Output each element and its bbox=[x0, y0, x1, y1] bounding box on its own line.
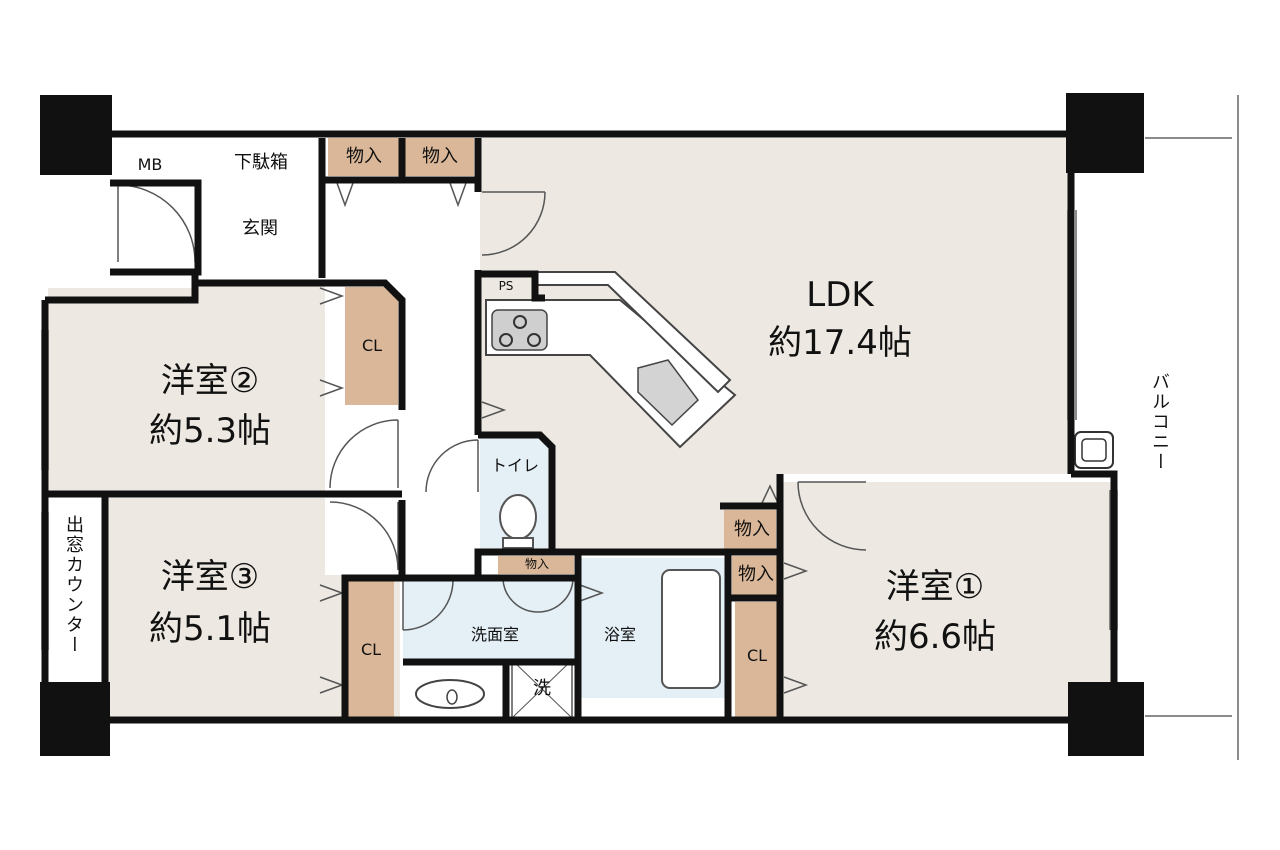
storage-mid-label: 物入 bbox=[524, 557, 549, 571]
sink-divider bbox=[403, 658, 575, 720]
basin-drain bbox=[446, 689, 458, 705]
washer-x-2 bbox=[511, 659, 573, 719]
washer-label: 洗 bbox=[533, 678, 551, 699]
balcony-label: バルコニー bbox=[1149, 372, 1170, 472]
cooktop bbox=[491, 309, 548, 351]
ac-outdoor-unit bbox=[1074, 431, 1114, 469]
entrance-floor bbox=[200, 180, 320, 278]
storage-small-box bbox=[724, 510, 776, 550]
cl-room2-box bbox=[345, 287, 398, 405]
shoe-box-label: 下駄箱 bbox=[234, 152, 288, 173]
toilet-tank bbox=[502, 537, 534, 549]
bathtub bbox=[661, 569, 721, 689]
cl-room1-label: CL bbox=[746, 646, 768, 665]
ldk-floor bbox=[480, 138, 1068, 552]
door-room1 bbox=[797, 481, 867, 551]
fixtures bbox=[415, 431, 1114, 719]
ac-outdoor-unit-inner bbox=[1081, 438, 1107, 462]
storage-entry-2-label: 物入 bbox=[422, 146, 458, 167]
storage-mid-box bbox=[498, 556, 574, 574]
toilet-bowl bbox=[499, 494, 537, 540]
door-ldk bbox=[481, 191, 546, 256]
room1-floor bbox=[782, 482, 1112, 718]
walls bbox=[41, 130, 1118, 724]
storage-areas bbox=[328, 138, 778, 718]
mb-label: MB bbox=[137, 155, 163, 174]
column-bottom-left bbox=[40, 682, 110, 756]
kitchen-counter bbox=[485, 271, 737, 449]
storage-entry-2-box bbox=[404, 138, 474, 176]
wash-basin bbox=[415, 679, 485, 709]
storage-entry-1-label: 物入 bbox=[346, 146, 382, 167]
ps-wall bbox=[480, 270, 545, 302]
door-room2 bbox=[329, 419, 399, 489]
ldk-name-label: LDK bbox=[806, 275, 874, 315]
storage-small-label: 物入 bbox=[734, 519, 770, 540]
bay-counter-label: 出窓カウンター bbox=[63, 515, 84, 655]
ldk-size-label: 約17.4帖 bbox=[768, 323, 912, 363]
toilet-wall bbox=[474, 431, 556, 578]
door-washroom bbox=[402, 579, 454, 631]
mb-wall bbox=[110, 179, 202, 276]
room1-name-label: 洋室① bbox=[885, 567, 985, 607]
door-toilet bbox=[425, 439, 479, 493]
bathroom-label: 浴室 bbox=[603, 625, 636, 644]
cl-room3-box bbox=[348, 580, 394, 718]
room1-size-label: 約6.6帖 bbox=[873, 617, 997, 657]
column-top-right bbox=[1066, 93, 1144, 173]
burner-1 bbox=[513, 315, 527, 329]
columns bbox=[40, 93, 1144, 756]
washroom-label: 洗面室 bbox=[470, 625, 519, 644]
outer-left-wall bbox=[41, 272, 199, 720]
outer-right-wall bbox=[1067, 134, 1118, 720]
storage-right-label: 物入 bbox=[738, 564, 774, 585]
storage-entry-1-box bbox=[328, 138, 400, 176]
burner-2 bbox=[499, 333, 513, 347]
cl-room1-box bbox=[735, 602, 777, 718]
room2-size-label: 約5.3帖 bbox=[148, 411, 272, 451]
room3-name-label: 洋室③ bbox=[160, 557, 260, 597]
toilet-label: トイレ bbox=[490, 456, 539, 475]
room2-name-label: 洋室② bbox=[160, 361, 260, 401]
storage-right-box bbox=[732, 556, 778, 596]
door-mb bbox=[117, 184, 196, 263]
room2-top-wall bbox=[195, 279, 406, 410]
kitchen-sink bbox=[637, 359, 699, 427]
cl-room3-label: CL bbox=[360, 640, 382, 659]
room-floors bbox=[48, 138, 1112, 718]
column-top-left bbox=[40, 95, 112, 175]
burner-3 bbox=[527, 333, 541, 347]
corridor-left-wall bbox=[341, 500, 406, 720]
balcony-rail bbox=[1145, 95, 1239, 760]
room3-size-label: 約5.1帖 bbox=[148, 609, 272, 649]
door-washroom-storage bbox=[502, 579, 574, 613]
washroom-floor bbox=[403, 578, 575, 662]
column-bottom-right bbox=[1068, 682, 1144, 756]
ps-label: PS bbox=[498, 279, 514, 293]
cl-room2-label: CL bbox=[361, 336, 383, 355]
entrance-label: 玄関 bbox=[242, 218, 278, 239]
doors bbox=[117, 182, 867, 694]
door-room3 bbox=[329, 501, 399, 571]
